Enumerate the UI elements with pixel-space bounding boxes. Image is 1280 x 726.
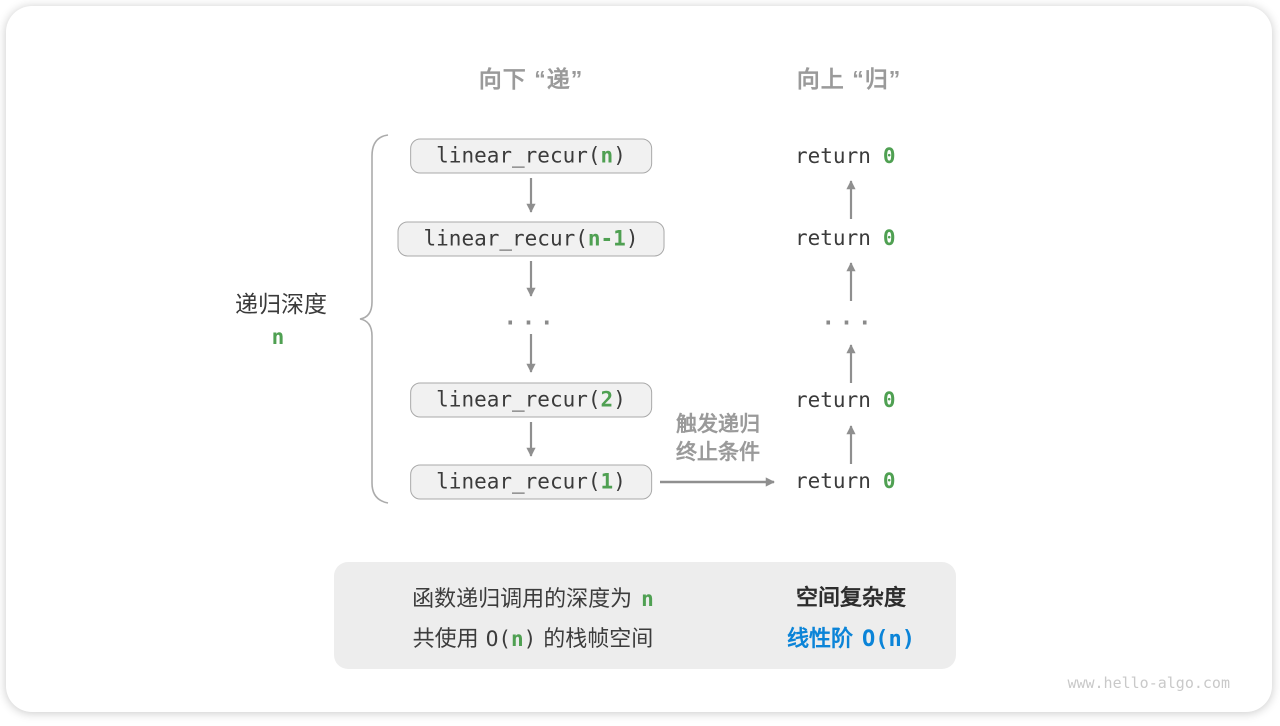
call-text: ) bbox=[613, 143, 626, 168]
return-keyword: return bbox=[795, 144, 871, 168]
summary-left-line-1: 函数递归调用的深度为 n bbox=[412, 581, 654, 613]
return-value: 0 bbox=[882, 226, 896, 250]
summary-o-close: ) bbox=[523, 627, 537, 651]
call-box-n: linear_recur(n) bbox=[410, 138, 652, 174]
call-text: linear_recur( bbox=[423, 226, 588, 251]
return-value: 0 bbox=[882, 469, 896, 493]
summary-right-title: 空间复杂度 bbox=[795, 585, 907, 610]
header-recurse-down: 向下 “递” bbox=[478, 66, 584, 92]
call-ellipsis: ... bbox=[503, 305, 559, 331]
call-arg: 2 bbox=[600, 387, 614, 412]
call-arg: n bbox=[600, 143, 614, 168]
complexity-label: 线性阶 bbox=[787, 626, 854, 651]
watermark: www.hello-algo.com bbox=[1067, 674, 1230, 692]
depth-brace bbox=[359, 134, 389, 504]
call-arg: n-1 bbox=[587, 226, 626, 251]
call-arg: 1 bbox=[600, 469, 614, 494]
summary-n: n bbox=[641, 587, 654, 611]
depth-label: 递归深度 bbox=[235, 291, 327, 317]
return-keyword: return bbox=[795, 469, 871, 493]
call-text: ) bbox=[625, 226, 639, 251]
call-box-1: linear_recur(1) bbox=[410, 464, 652, 500]
call-text: ) bbox=[613, 469, 626, 494]
return-value: 0 bbox=[882, 388, 896, 412]
summary-text: 函数递归调用的深度为 bbox=[412, 586, 633, 611]
summary-o-n: n bbox=[510, 627, 524, 651]
return-keyword: return bbox=[795, 388, 871, 412]
depth-value: n bbox=[271, 325, 285, 349]
call-text: linear_recur( bbox=[436, 387, 601, 412]
summary-o-open: O( bbox=[485, 627, 511, 651]
call-box-2: linear_recur(2) bbox=[410, 382, 652, 418]
return-row-2: return 0 bbox=[795, 226, 896, 250]
return-row-1: return 0 bbox=[795, 144, 896, 168]
return-ellipsis: ... bbox=[821, 305, 877, 331]
call-text: linear_recur( bbox=[436, 143, 601, 168]
trigger-line-1: 触发递归 bbox=[676, 413, 760, 436]
trigger-line-2: 终止条件 bbox=[676, 441, 760, 464]
summary-big-o: O(n) bbox=[486, 627, 537, 651]
summary-right-complexity: 线性阶 O(n) bbox=[787, 621, 915, 653]
summary-text: 共使用 bbox=[412, 626, 479, 651]
return-value: 0 bbox=[882, 144, 896, 168]
call-text: ) bbox=[613, 387, 626, 412]
header-return-up: 向上 “归” bbox=[796, 66, 902, 92]
call-box-n-1: linear_recur(n-1) bbox=[397, 221, 665, 257]
summary-text: 的栈帧空间 bbox=[543, 626, 654, 651]
return-row-3: return 0 bbox=[795, 388, 896, 412]
call-text: linear_recur( bbox=[436, 469, 601, 494]
complexity-big-o: O(n) bbox=[862, 627, 915, 652]
return-row-4: return 0 bbox=[795, 469, 896, 493]
trigger-label: 触发递归 终止条件 bbox=[676, 411, 760, 467]
diagram-card: 向下 “递” 向上 “归” 递归深度 n linear_recur(n) lin… bbox=[6, 6, 1272, 712]
return-keyword: return bbox=[795, 226, 871, 250]
